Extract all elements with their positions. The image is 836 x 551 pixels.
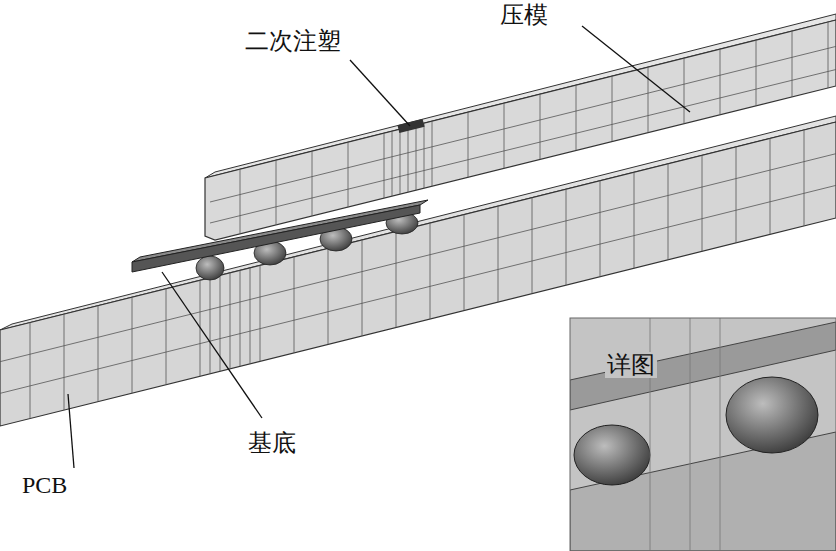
- mesh-line: [210, 70, 836, 224]
- mesh-line: [400, 129, 401, 194]
- mesh-line: [804, 130, 805, 226]
- mesh-line: [362, 240, 363, 336]
- part-label: 基底: [248, 430, 296, 456]
- mesh-line: [396, 231, 397, 327]
- mesh-line: [828, 22, 829, 88]
- overmold-mark: [397, 119, 424, 133]
- mesh-line: [408, 127, 409, 192]
- mesh-line: [770, 138, 771, 234]
- mesh-line: [504, 103, 505, 168]
- mesh-line: [392, 131, 393, 196]
- mesh-line: [432, 121, 433, 186]
- mesh-line: [230, 273, 231, 369]
- mesh-line: [792, 31, 793, 97]
- mesh-line: [600, 181, 601, 277]
- mesh-line: [566, 189, 567, 285]
- mesh-line: [532, 198, 533, 294]
- part-label: 压模: [500, 2, 548, 28]
- mesh-line: [250, 268, 251, 364]
- inset-frame: [570, 318, 836, 551]
- mold-front-face: [205, 20, 836, 240]
- mesh-line: [166, 289, 167, 385]
- mesh-line: [240, 270, 241, 366]
- mesh-line: [30, 323, 31, 419]
- mesh-line: [736, 147, 737, 243]
- mesh-line: [64, 314, 65, 410]
- mesh-line: [684, 58, 685, 124]
- mold-mesh: [210, 22, 836, 234]
- mesh-line: [702, 155, 703, 251]
- mesh-line: [668, 164, 669, 260]
- mesh-line: [416, 125, 417, 190]
- mesh-line: [294, 257, 295, 353]
- mesh-line: [328, 248, 329, 344]
- mesh-line: [348, 142, 349, 207]
- detail-inset: [570, 318, 836, 551]
- mesh-line: [312, 151, 313, 216]
- mesh-line: [756, 40, 757, 106]
- mesh-line: [384, 133, 385, 198]
- mesh-line: [612, 76, 613, 141]
- part-label: 详图: [605, 352, 657, 378]
- mesh-line: [276, 160, 277, 225]
- mesh-line: [210, 278, 211, 374]
- mesh-line: [424, 123, 425, 188]
- mesh-line: [464, 215, 465, 311]
- part-label: 二次注塑: [245, 28, 341, 54]
- mesh-line: [720, 49, 721, 115]
- mesh-line: [468, 112, 469, 177]
- mesh-line: [430, 223, 431, 319]
- mesh-line: [240, 169, 241, 234]
- mesh-line: [540, 94, 541, 159]
- mesh-line: [98, 306, 99, 402]
- part-label: PCB: [22, 472, 67, 498]
- mesh-line: [634, 172, 635, 268]
- mesh-line: [132, 297, 133, 393]
- mesh-line: [576, 85, 577, 150]
- mesh-line: [260, 265, 261, 361]
- mesh-line: [648, 67, 649, 133]
- mesh-line: [498, 206, 499, 302]
- mesh-line: [210, 46, 836, 202]
